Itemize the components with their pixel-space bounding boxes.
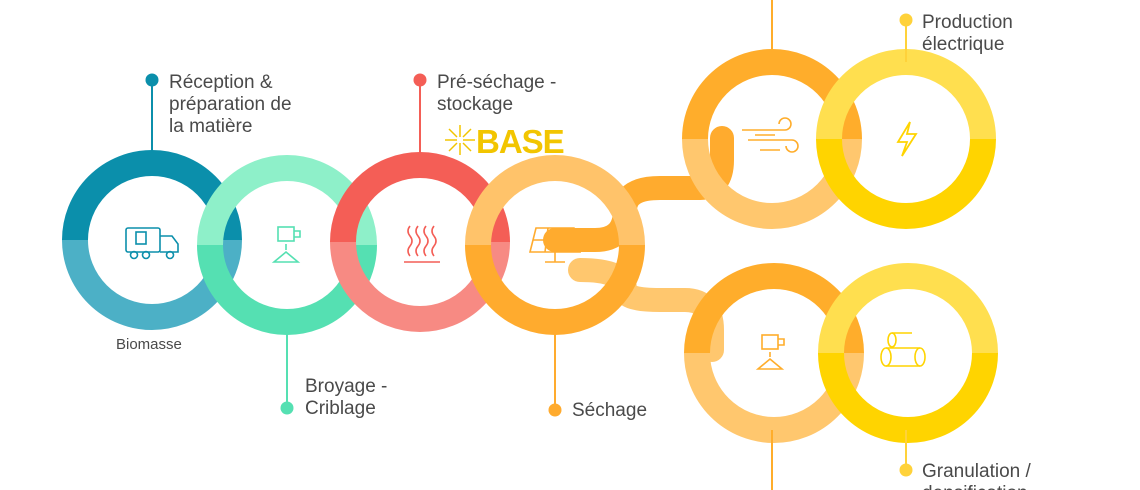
dot-granulation — [899, 463, 913, 477]
dot-broyage — [280, 401, 294, 415]
sun-icon — [445, 125, 475, 155]
dot-pre-sechage — [413, 73, 427, 87]
truck-icon — [125, 227, 179, 260]
base-logo: BASE — [445, 123, 565, 160]
heat-icon — [404, 225, 440, 263]
label-biomasse: Biomasse — [116, 336, 182, 353]
wind-icon — [742, 117, 799, 153]
stems — [151, 0, 907, 490]
label-line: Production — [922, 12, 1013, 33]
dot-production — [899, 13, 913, 27]
label-line: la matière — [169, 116, 252, 137]
solar-panel-icon — [528, 227, 582, 263]
ring-bottom — [816, 138, 996, 229]
label-broyage: Broyage - Criblage — [305, 376, 387, 419]
label-line: électrique — [922, 34, 1004, 55]
label-line: Réception & — [169, 72, 273, 93]
pellets-icon — [880, 332, 926, 367]
label-granulation: Granulation / densification — [922, 461, 1032, 490]
ring-top — [465, 155, 645, 246]
label-line: Broyage - — [305, 376, 387, 397]
dots — [145, 13, 913, 477]
label-sechage: Séchage — [572, 400, 647, 421]
label-line: stockage — [437, 94, 513, 115]
grinder-icon — [271, 226, 301, 263]
dot-reception — [145, 73, 159, 87]
base-brand-text: BASE — [476, 123, 564, 160]
ring-bottom — [818, 352, 998, 443]
label-production: Production électrique — [922, 12, 1013, 55]
label-pre-sechage: Pré-séchage - stockage — [437, 72, 556, 115]
stage-granulation-ring — [818, 263, 998, 443]
dot-sechage — [548, 403, 562, 417]
label-line: Granulation / — [922, 461, 1032, 482]
grinder-icon — [755, 334, 785, 370]
lightning-icon — [896, 121, 918, 157]
label-reception: Réception & préparation de la matière — [169, 72, 292, 137]
label-line: densification — [922, 483, 1028, 490]
label-line: Criblage — [305, 398, 376, 419]
ring-top — [818, 263, 998, 354]
label-line: Pré-séchage - — [437, 72, 556, 93]
label-line: préparation de — [169, 94, 292, 115]
